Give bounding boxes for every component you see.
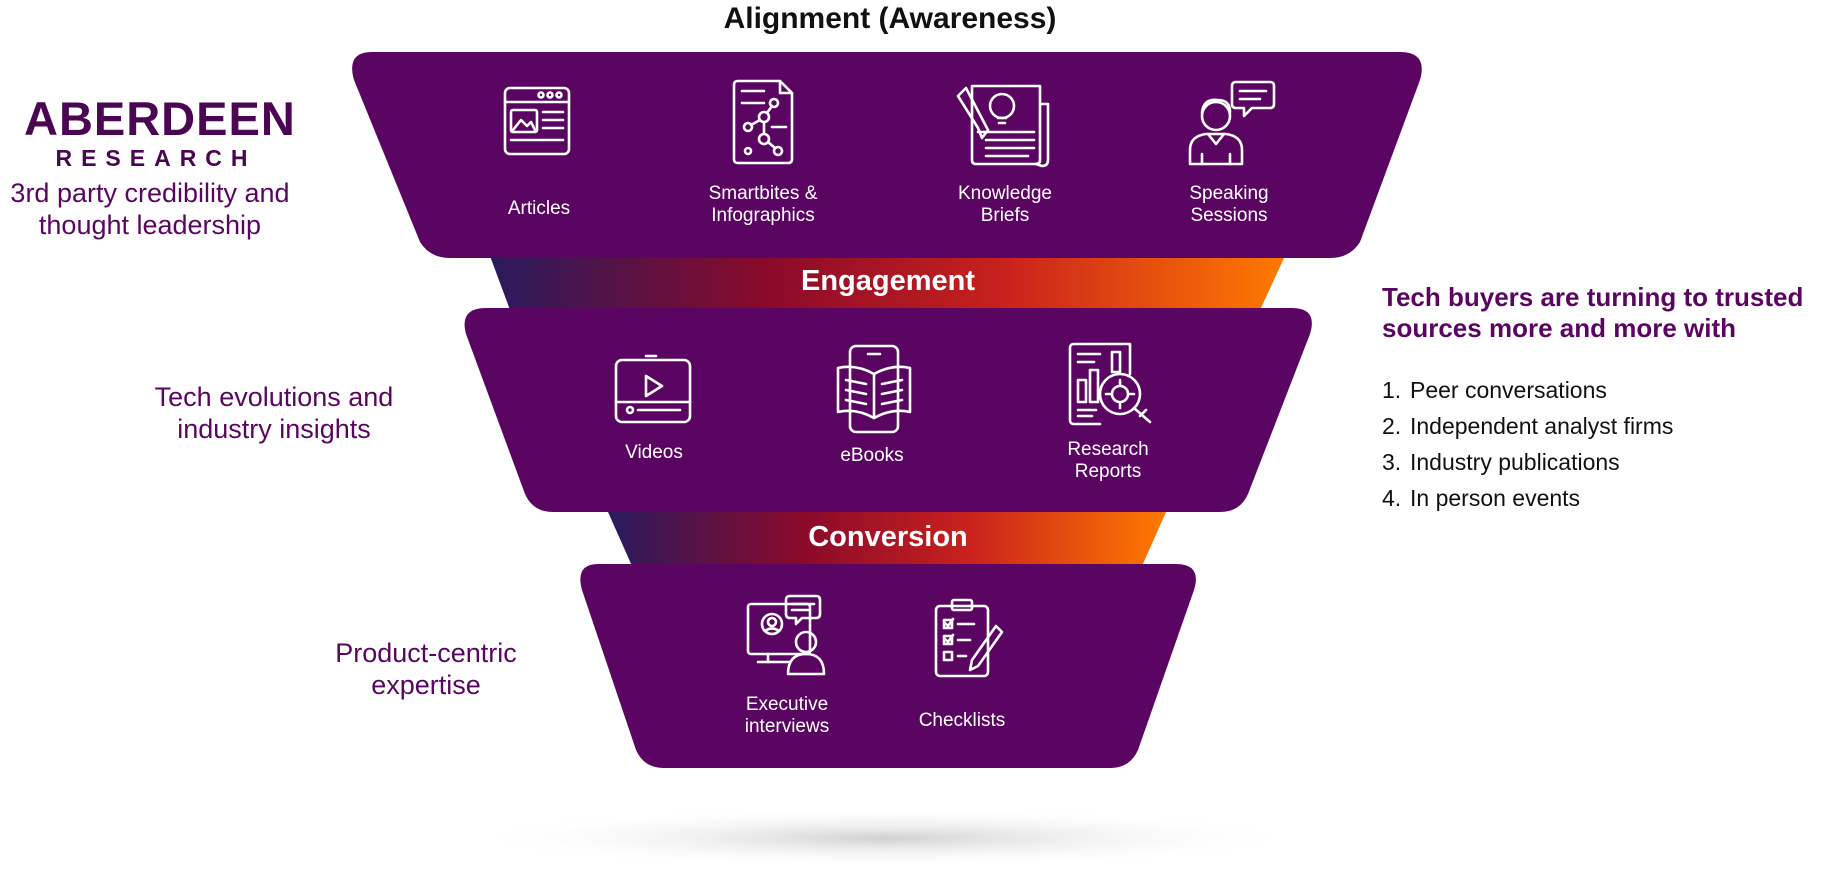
list-item-text: In person events [1410, 485, 1581, 511]
label-speaking-sessions: Speaking Sessions [1149, 183, 1309, 227]
trusted-sources-list: 1. Peer conversations 2. Independent analy… [1382, 372, 1832, 516]
tier-1-side-line-2: thought leadership [38, 210, 262, 240]
label-executive-line-2: interviews [744, 716, 830, 737]
tier-2-side-line-2: industry insights [177, 414, 371, 444]
list-item-number: 3. [1382, 449, 1402, 475]
list-item-text: Independent analyst firms [1410, 413, 1674, 439]
label-ebooks-line-1: eBooks [840, 445, 904, 466]
list-item: 4. In person events [1382, 480, 1832, 516]
band-conversion [608, 512, 1166, 566]
funnel-shadow [465, 808, 1305, 868]
label-checklists-line-1: Checklists [918, 710, 1006, 731]
label-knowledge-briefs: Knowledge Briefs [925, 183, 1085, 227]
list-item: 1. Peer conversations [1382, 372, 1832, 408]
right-heading-line-1: Tech buyers are turning to trusted [1382, 282, 1804, 312]
label-research-line-1: Research [1067, 439, 1149, 460]
list-item: 2. Independent analyst firms [1382, 408, 1832, 444]
label-smartbites-line-2: Infographics [711, 205, 815, 226]
label-speaking-line-2: Sessions [1190, 205, 1268, 226]
band-title-engagement: Engagement [800, 265, 976, 297]
label-speaking-line-1: Speaking [1189, 183, 1269, 204]
tier-1-side-text: 3rd party credibility and thought leader… [0, 177, 300, 241]
label-videos: Videos [574, 442, 734, 464]
band-title-conversion: Conversion [808, 521, 968, 553]
label-executive-line-1: Executive [745, 694, 829, 715]
list-item: 3. Industry publications [1382, 444, 1832, 480]
article-browser-icon [503, 86, 571, 156]
tier-2-side-text: Tech evolutions and industry insights [124, 381, 424, 445]
list-item-text: Peer conversations [1410, 377, 1607, 403]
list-item-number: 2. [1382, 413, 1402, 439]
label-research-reports: Research Reports [1028, 439, 1188, 483]
list-item-number: 1. [1382, 377, 1402, 403]
right-panel-heading: Tech buyers are turning to trusted sourc… [1382, 282, 1832, 344]
tier-awareness-shape [352, 52, 1422, 258]
label-videos-line-1: Videos [625, 442, 683, 463]
aberdeen-research-logo: ABERDEEN RESEARCH [24, 92, 296, 172]
executive-interview-monitor-icon [746, 594, 826, 676]
label-executive-interviews: Executive interviews [707, 694, 867, 738]
checklist-clipboard-icon [934, 598, 1004, 678]
list-item-number: 4. [1382, 485, 1402, 511]
video-player-icon [614, 354, 692, 424]
list-item-text: Industry publications [1410, 449, 1620, 475]
label-smartbites: Smartbites & Infographics [683, 183, 843, 227]
label-checklists: Checklists [882, 710, 1042, 732]
knowledge-brief-lightbulb-icon [956, 84, 1050, 168]
logo-line-1: ABERDEEN [24, 92, 296, 145]
label-knowledge-line-1: Knowledge [957, 183, 1053, 204]
label-smartbites-line-1: Smartbites & [708, 183, 818, 204]
tier-2-side-line-1: Tech evolutions and [154, 382, 394, 412]
speaker-chat-icon [1188, 80, 1276, 166]
label-knowledge-line-2: Briefs [980, 205, 1030, 226]
ebook-phone-icon [836, 344, 912, 434]
right-heading-line-2: sources more and more with [1382, 313, 1736, 343]
band-engagement [490, 256, 1285, 310]
label-research-line-2: Reports [1074, 461, 1142, 482]
logo-line-2: RESEARCH [55, 145, 257, 171]
tier-3-side-text: Product-centric expertise [286, 637, 566, 701]
label-articles: Articles [459, 198, 619, 220]
tier-3-side-line-2: expertise [371, 670, 481, 700]
tier-1-side-line-1: 3rd party credibility and [10, 178, 290, 208]
tier-3-side-line-1: Product-centric [335, 638, 517, 668]
infographic-document-icon [732, 79, 794, 165]
label-articles-line-1: Articles [507, 198, 571, 219]
research-report-gear-icon [1068, 342, 1152, 426]
diagram-title: Alignment (Awareness) [723, 2, 1057, 35]
label-ebooks: eBooks [792, 445, 952, 467]
tier-conversion-shape [580, 564, 1196, 768]
